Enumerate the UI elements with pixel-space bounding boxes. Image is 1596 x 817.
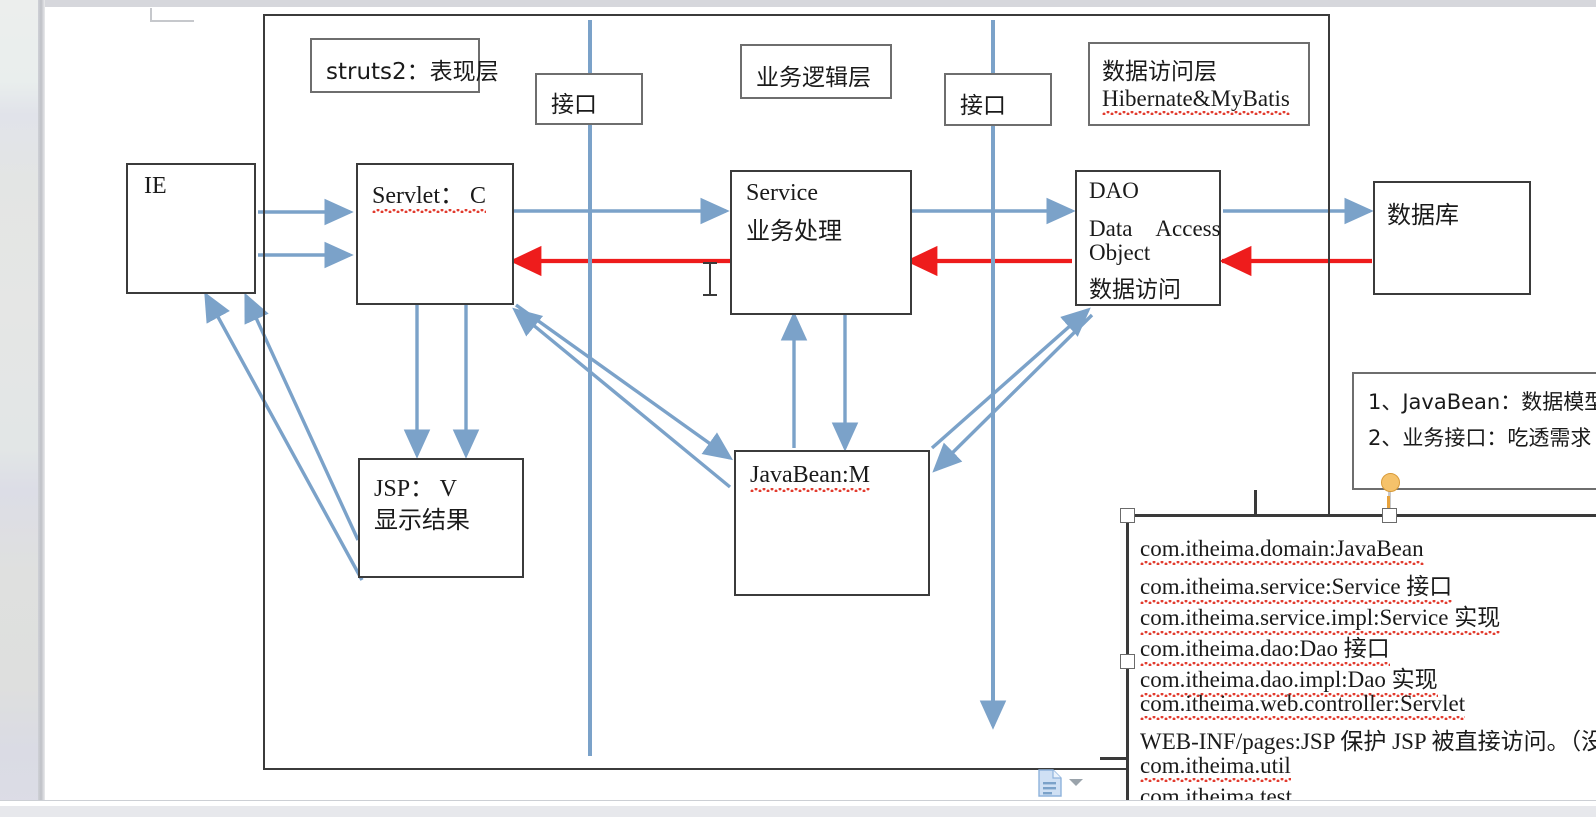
list-item: com.itheima.service:Service 接口 [1140, 567, 1453, 604]
node-dao-line3: Object [1089, 240, 1151, 265]
selection-handle-middle-left[interactable] [1120, 654, 1135, 669]
list-item: WEB-INF/pages:JSP 保护 JSP 被直接访问。（没有 [1140, 729, 1596, 754]
list-top-border [1126, 514, 1596, 517]
diagram-outer-frame [263, 14, 1330, 770]
selection-handle-top-center[interactable] [1382, 508, 1397, 523]
node-service-line1: Service [746, 180, 818, 206]
note-anchor-stub [1387, 496, 1390, 514]
list-connector-line [1254, 490, 1257, 516]
note-connector-stem [1388, 482, 1391, 508]
note-box[interactable]: 1、JavaBean：数据模型 2、业务接口：吃透需求 [1352, 372, 1596, 490]
vertical-flow-line-left [588, 20, 592, 756]
label-dataaccess-line2: Hibernate&MyBatis [1102, 86, 1290, 115]
label-presentation-text: struts2：表现层 [326, 59, 499, 85]
interface-box-right: 接口 [944, 73, 1052, 126]
paste-options-icon[interactable] [1036, 768, 1064, 798]
label-dataaccess-line1: 数据访问层 [1102, 59, 1217, 85]
list-item: com.itheima.dao.impl:Dao 实现 [1140, 660, 1438, 697]
node-servlet: Servlet： C [356, 163, 514, 305]
package-list-block[interactable]: com.itheima.domain:JavaBean com.itheima.… [1126, 514, 1596, 816]
page-top-band [45, 0, 1596, 7]
list-item: com.itheima.web.controller:Servlet [1140, 691, 1466, 720]
selection-handle-top-left[interactable] [1120, 508, 1135, 523]
note-line-1: 1、JavaBean：数据模型 [1368, 390, 1596, 414]
label-box-presentation: struts2：表现层 [310, 38, 499, 93]
node-ie-label: IE [144, 173, 167, 199]
list-item: com.itheima.util [1140, 753, 1291, 782]
list-item: com.itheima.domain:JavaBean [1140, 536, 1424, 565]
interface-box-left: 接口 [535, 73, 643, 125]
vertical-flow-line-right [991, 20, 995, 714]
node-service: Service 业务处理 [730, 170, 912, 315]
left-gutter [0, 0, 38, 816]
node-jsp-line1: JSP： V [374, 476, 457, 502]
label-business-text: 业务逻辑层 [756, 65, 871, 91]
interface-right-text: 接口 [960, 93, 1006, 119]
node-dao-line1: DAO [1089, 178, 1139, 203]
list-left-connector [1100, 757, 1130, 760]
node-database: 数据库 [1373, 181, 1531, 295]
label-box-dataaccess: 数据访问层 Hibernate&MyBatis [1088, 42, 1310, 126]
node-service-line2: 业务处理 [746, 217, 842, 245]
note-resize-handle[interactable] [1381, 473, 1400, 492]
chevron-down-icon[interactable] [1069, 779, 1083, 786]
interface-left-text: 接口 [551, 92, 597, 118]
list-item: com.itheima.service.impl:Service 实现 [1140, 598, 1501, 635]
node-javabean: JavaBean:M [734, 450, 930, 596]
list-item: com.itheima.dao:Dao 接口 [1140, 629, 1390, 666]
page-left-edge-shadow [38, 0, 45, 816]
note-line-2: 2、业务接口：吃透需求 [1368, 426, 1592, 450]
node-javabean-label: JavaBean:M [750, 462, 870, 492]
node-dao-line4: 数据访问 [1089, 277, 1181, 303]
node-database-label: 数据库 [1387, 201, 1459, 229]
page-bottom-strip [0, 800, 1596, 817]
label-box-business: 业务逻辑层 [740, 44, 892, 99]
margin-corner-marker [150, 8, 194, 22]
node-jsp: JSP： V 显示结果 [358, 458, 524, 578]
node-dao: DAO Data Access Object 数据访问 [1075, 170, 1221, 306]
node-dao-line2: Data Access [1089, 216, 1221, 241]
node-servlet-label: Servlet： C [372, 175, 486, 213]
text-cursor-caret [703, 262, 717, 296]
node-ie: IE [126, 163, 256, 294]
node-jsp-line2: 显示结果 [374, 506, 470, 534]
